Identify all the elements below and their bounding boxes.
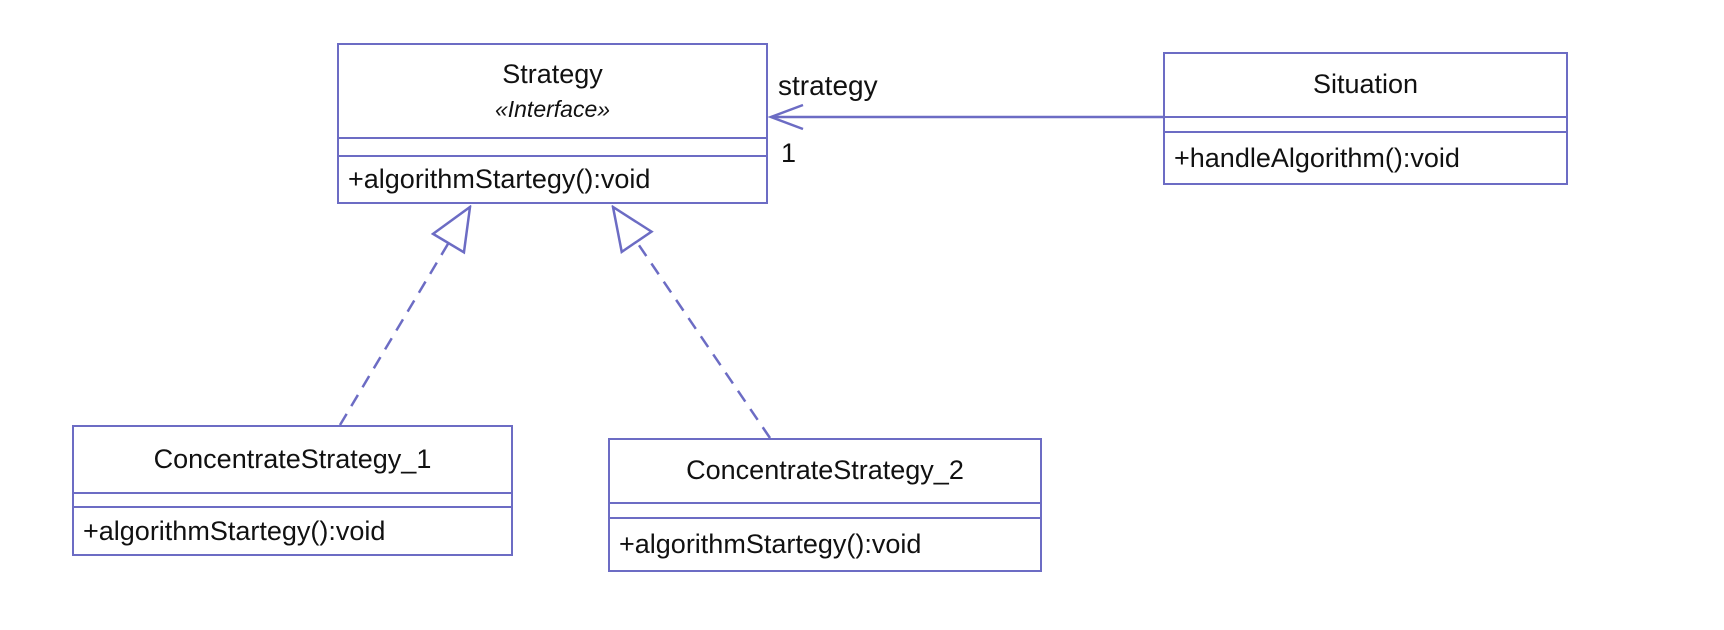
method-label: +algorithmStartegy():void [348, 164, 651, 194]
method-label: +algorithmStartegy():void [83, 515, 386, 546]
class-box-concentrate-strategy-2: ConcentrateStrategy_2 +algorithmStartegy… [608, 438, 1042, 572]
class-name: Situation [1312, 69, 1419, 100]
association-multiplicity-label: 1 [781, 138, 797, 168]
methods-compartment: +algorithmStartegy():void [74, 506, 511, 554]
class-box-concentrate-strategy-1: ConcentrateStrategy_1 +algorithmStartegy… [72, 425, 513, 556]
class-header-situation: Situation [1165, 54, 1566, 116]
attributes-compartment [610, 502, 1040, 517]
attributes-compartment [1165, 116, 1566, 131]
class-header-strategy: Strategy «Interface» [339, 45, 766, 137]
class-name: ConcentrateStrategy_2 [686, 455, 964, 486]
class-name: ConcentrateStrategy_1 [153, 443, 432, 474]
association-role-label: strategy [778, 70, 878, 101]
realization-arrow-concentrate2-to-strategy [613, 207, 772, 439]
methods-compartment: +algorithmStartegy():void [610, 517, 1040, 570]
class-name: Strategy [502, 58, 603, 89]
realization-arrow-concentrate1-to-strategy [338, 207, 470, 426]
attributes-compartment [339, 137, 766, 155]
method-label: +algorithmStartegy():void [619, 529, 922, 559]
class-stereotype: «Interface» [494, 96, 611, 123]
methods-compartment: +algorithmStartegy():void [339, 155, 766, 202]
class-box-situation: Situation +handleAlgorithm():void [1163, 52, 1568, 185]
attributes-compartment [74, 492, 511, 506]
class-header-concentrate-strategy-2: ConcentrateStrategy_2 [610, 440, 1040, 502]
methods-compartment: +handleAlgorithm():void [1165, 131, 1566, 183]
class-box-strategy: Strategy «Interface» +algorithmStartegy(… [337, 43, 768, 204]
class-header-concentrate-strategy-1: ConcentrateStrategy_1 [74, 427, 511, 492]
method-label: +handleAlgorithm():void [1174, 142, 1460, 173]
